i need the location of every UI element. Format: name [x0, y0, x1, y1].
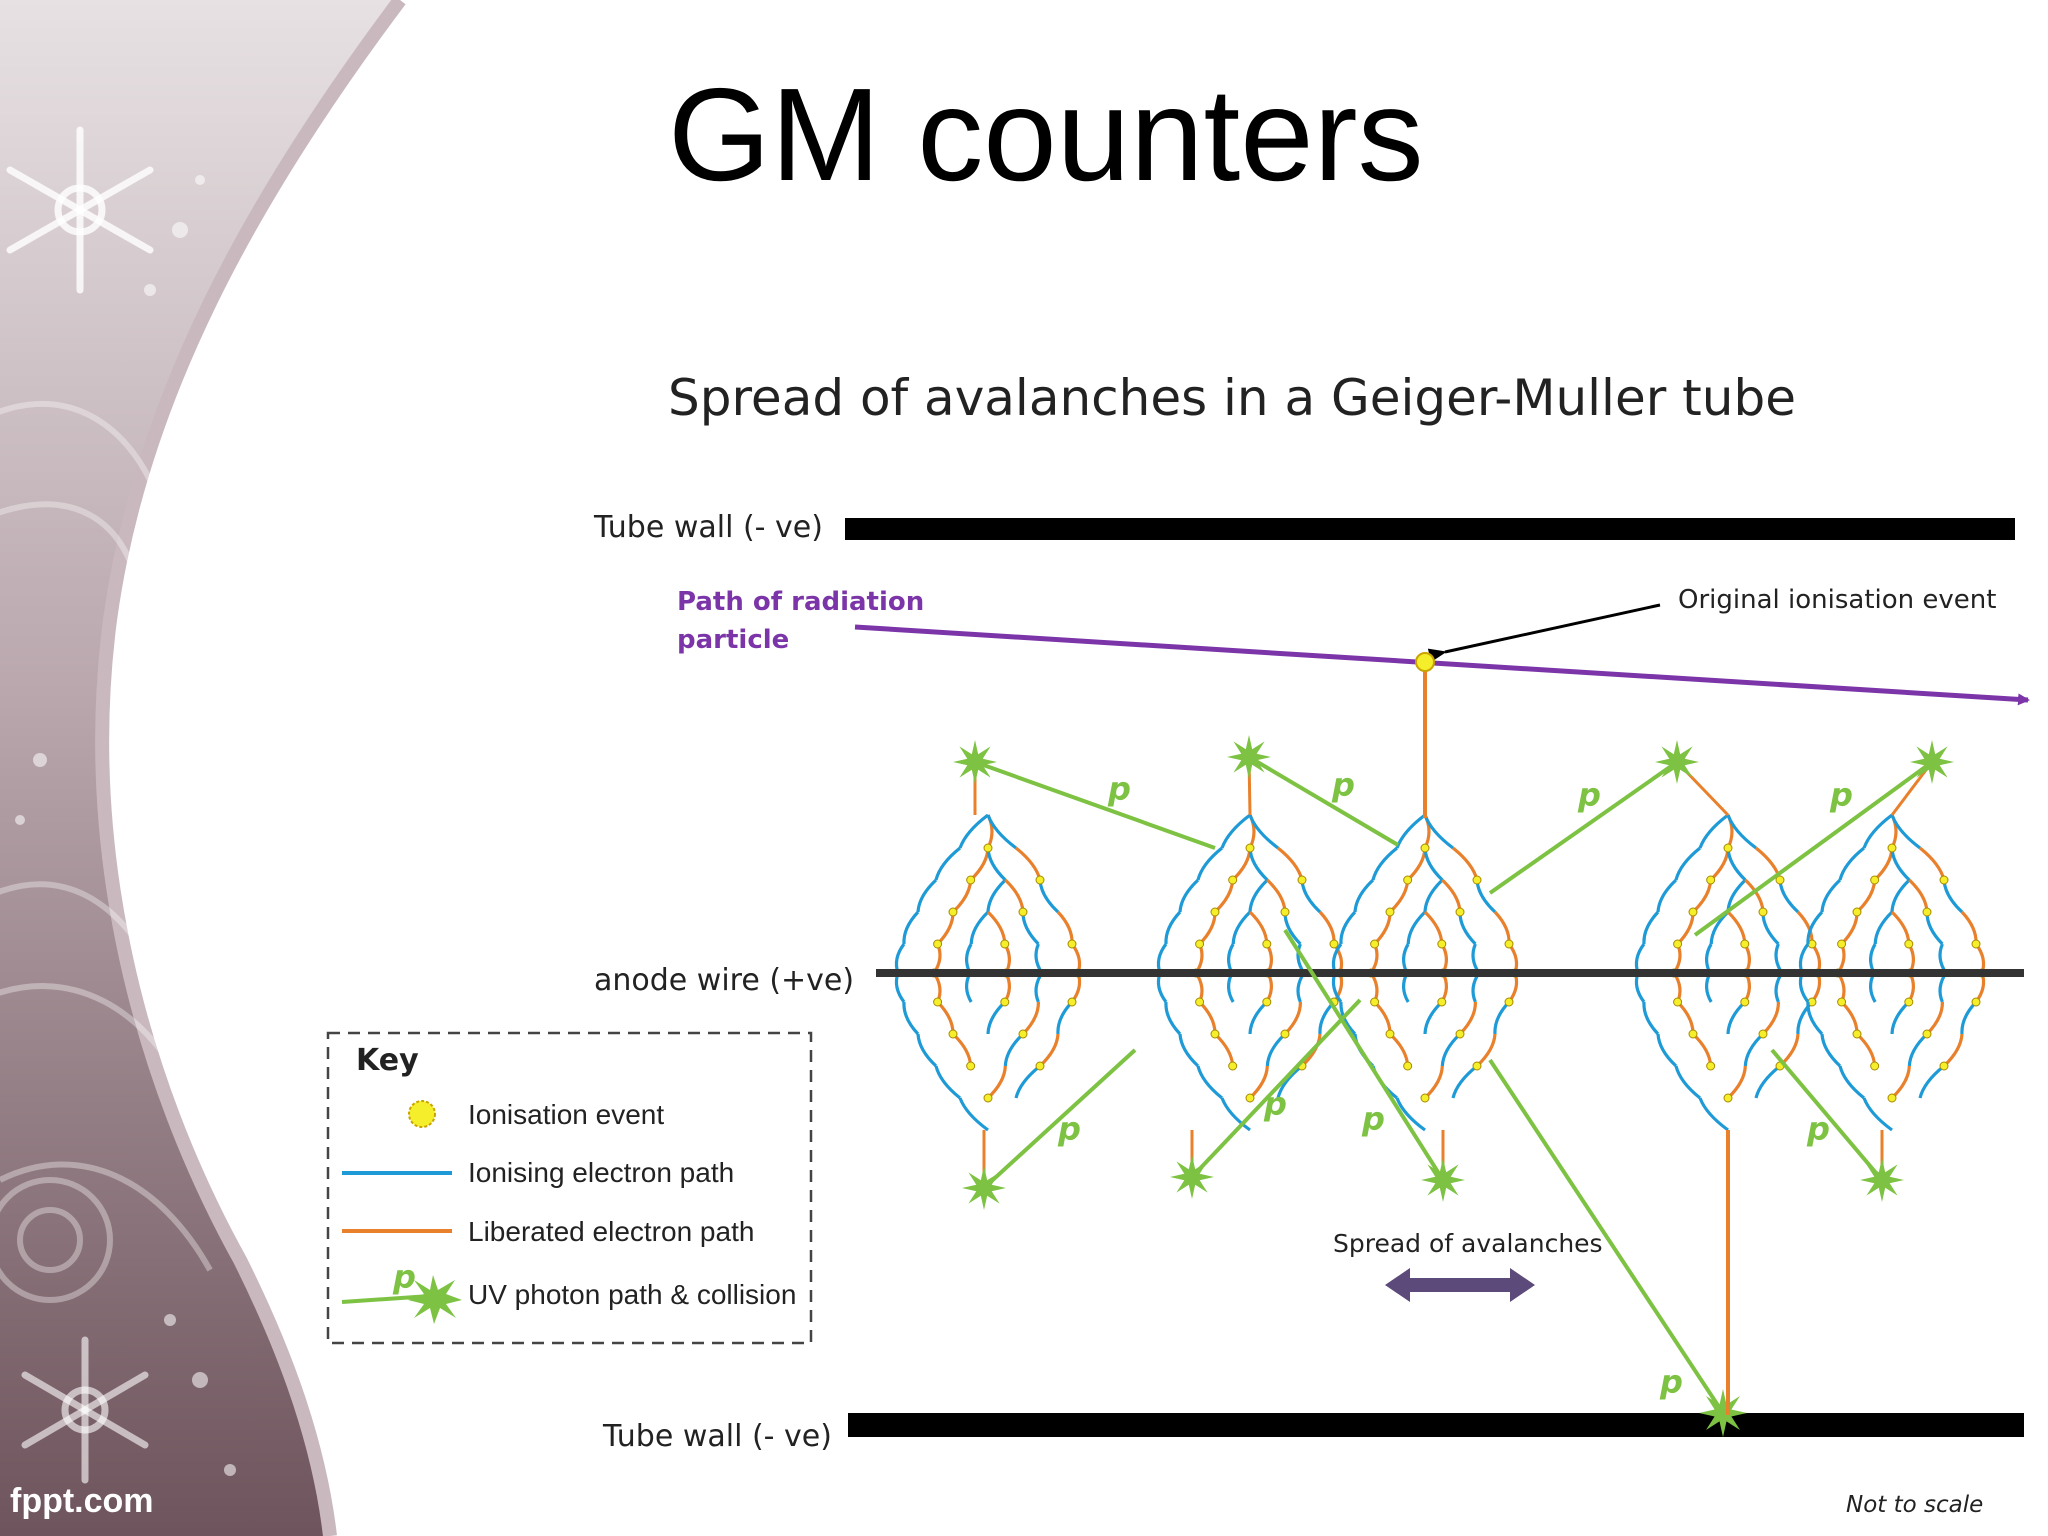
snowflake-icon [21, 1336, 149, 1484]
photon-star-icon [962, 1166, 1006, 1210]
avalanche [1156, 813, 1345, 1132]
radiation-path-label-line2: particle [677, 625, 789, 655]
photon-label: p [1263, 1085, 1287, 1123]
photon-collisions [953, 735, 1954, 1437]
photon-star-icon: p [341, 1258, 462, 1324]
photon-label: p [1577, 776, 1601, 814]
photon-star-icon [1421, 1158, 1465, 1202]
photon-path [974, 760, 1216, 850]
background-decoration [0, 0, 406, 1536]
photon-label: p [1331, 766, 1355, 804]
radiation-path-label-line1: Path of radiation [677, 587, 924, 617]
original-event-pointer [1427, 603, 1661, 663]
radiation-path-line [854, 624, 2030, 706]
photon-label: p [1057, 1110, 1081, 1148]
photon-path [1488, 760, 1679, 895]
key-item-uv-photon: UV photon path & collision [468, 1279, 796, 1310]
photon-path [1693, 760, 1934, 937]
photon-label: p [1806, 1110, 1830, 1148]
photon-label: p [1829, 776, 1853, 814]
anode-wire [876, 969, 2024, 977]
photon-star-icon [1170, 1155, 1214, 1199]
original-ionisation-event-icon [1415, 652, 1435, 672]
key-legend: Key p Ionisation event Ionising electron… [326, 1031, 813, 1345]
original-event-label: Original ionisation event [1678, 585, 1996, 615]
snowflake-icon [6, 126, 154, 294]
scale-note: Not to scale [1846, 1492, 1983, 1518]
photon-path [1488, 1058, 1725, 1415]
tube-wall-bottom-label: Tube wall (- ve) [602, 1419, 832, 1454]
photon-labels: p p p p p p p p p [1057, 766, 1853, 1401]
brand-logo-text: fppt.com [10, 1482, 154, 1520]
spread-label: Spread of avalanches [1333, 1229, 1603, 1258]
avalanche [894, 813, 1083, 1132]
key-title: Key [356, 1043, 419, 1078]
key-item-liberated-electron: Liberated electron path [468, 1216, 754, 1247]
photon-paths [974, 755, 1934, 1415]
photon-star-icon [1699, 1389, 1747, 1437]
avalanche [1634, 813, 1823, 1132]
photon-label: p [1361, 1100, 1385, 1138]
svg-text:p: p [392, 1258, 416, 1296]
tube-wall-top [845, 518, 2015, 540]
slide-title: GM counters [668, 61, 1424, 208]
photon-star-icon [1655, 740, 1699, 784]
tube-wall-bottom [848, 1413, 2024, 1437]
photon-path [1770, 1048, 1884, 1182]
photon-path [982, 1048, 1137, 1190]
photon-star-icon [1860, 1158, 1904, 1202]
key-item-ionising-electron: Ionising electron path [468, 1157, 734, 1188]
photon-label: p [1107, 770, 1131, 808]
photon-label: p [1659, 1363, 1683, 1401]
avalanche-group [894, 756, 1987, 1188]
key-item-ionisation-event: Ionisation event [468, 1099, 664, 1130]
diagram-heading: Spread of avalanches in a Geiger-Muller … [668, 369, 1796, 427]
photon-star-icon [1910, 740, 1954, 784]
photon-path [1283, 928, 1445, 1182]
photon-star-icon [953, 740, 997, 784]
photon-star-icon [1227, 735, 1271, 779]
spread-arrow-icon [1385, 1268, 1535, 1302]
ionisation-event-icon [408, 1100, 436, 1128]
photon-path [1247, 755, 1400, 847]
anode-wire-label: anode wire (+ve) [594, 963, 854, 998]
key-border [326, 1031, 813, 1345]
photon-path [1190, 998, 1362, 1179]
tube-wall-top-label: Tube wall (- ve) [593, 510, 823, 545]
